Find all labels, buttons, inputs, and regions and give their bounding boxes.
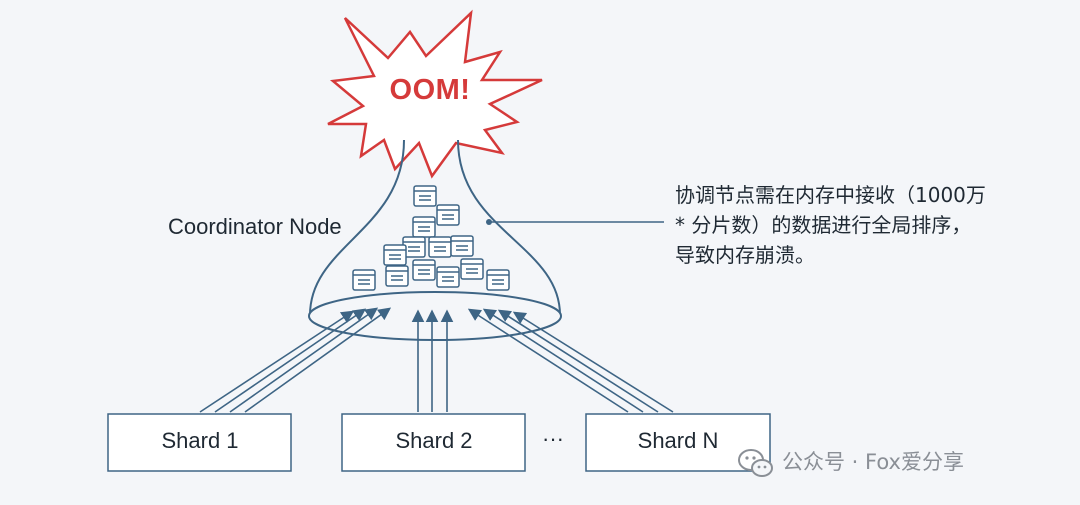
wechat-icon-slot — [738, 446, 774, 476]
shard-n-box — [585, 413, 771, 472]
shard-2-arrows — [411, 309, 454, 412]
oom-label: OOM! — [389, 74, 471, 106]
wechat-icon — [738, 449, 773, 477]
annotation-line: 协调节点需在内存中接收（1000万 — [675, 183, 986, 207]
shard-1-arrows — [199, 307, 392, 413]
shard-2-box — [341, 413, 526, 472]
watermark-text: 公众号 · Fox爱分享 — [782, 450, 964, 474]
data-record-icon — [460, 258, 484, 280]
annotation-connector-dot — [486, 219, 492, 225]
data-record-icon — [413, 185, 437, 207]
data-record-icon — [383, 244, 407, 266]
annotation-line: * 分片数）的数据进行全局排序， — [675, 213, 972, 237]
data-record-icon — [352, 269, 376, 291]
shard-1-box — [107, 413, 292, 472]
watermark: 公众号 · Fox爱分享 — [738, 446, 964, 476]
data-record-icon — [428, 236, 452, 258]
shard-1-label: Shard 1 — [161, 428, 239, 453]
shard-n-label: Shard N — [637, 428, 719, 453]
data-record-icon — [412, 259, 436, 281]
oom-explosion-burst — [327, 9, 543, 179]
data-record-icon — [436, 266, 460, 288]
coordinator-funnel-outline — [309, 139, 561, 316]
data-record-icon — [486, 269, 510, 291]
annotation-line: 导致内存崩溃。 — [675, 243, 815, 267]
data-record-icon — [436, 204, 460, 226]
annotation-text: 协调节点需在内存中接收（1000万 * 分片数）的数据进行全局排序， 导致内存崩… — [675, 180, 1065, 270]
data-record-icon — [450, 235, 474, 257]
coordinator-node-label: Coordinator Node — [168, 214, 342, 239]
shard-n-arrows — [467, 308, 674, 413]
data-record-icon — [385, 265, 409, 287]
shard-ellipsis: ··· — [542, 426, 564, 451]
shard-2-label: Shard 2 — [395, 428, 473, 453]
data-records-stack — [352, 185, 510, 291]
data-record-icon — [412, 216, 436, 238]
